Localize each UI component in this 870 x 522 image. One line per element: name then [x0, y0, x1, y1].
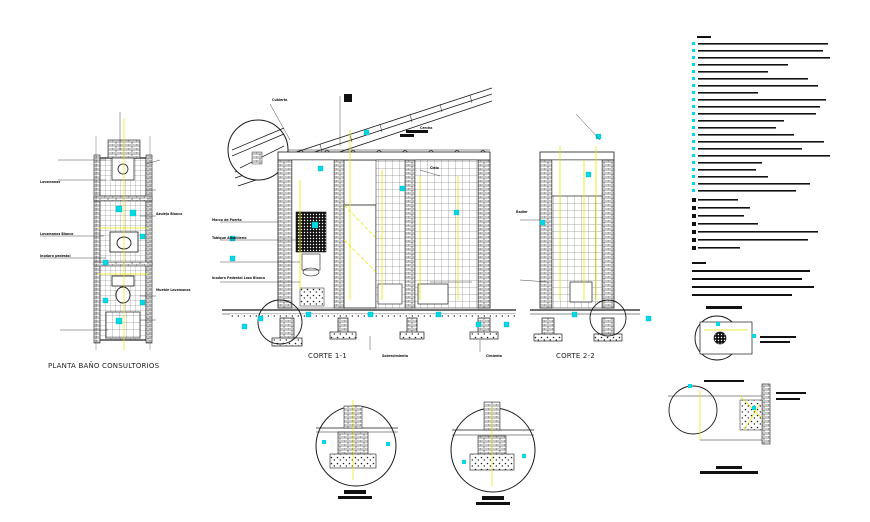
specification-notes — [692, 36, 830, 296]
section-1-1 — [220, 87, 516, 352]
label-lavamanos-blanco: Lavamanos Blanco — [40, 232, 74, 236]
detail-sink-bracket — [694, 306, 796, 361]
label-cercha: Cercha — [420, 126, 433, 130]
label-tabique: Tabique Albañilería — [212, 236, 247, 240]
section-2-2 — [519, 113, 652, 342]
label-lavamanos: Lavamanos — [40, 180, 61, 184]
label-inodoro-loza: Inodoro Pedestal Loza Blanca — [212, 276, 266, 280]
label-marco-puerta: Marco de Puerta — [212, 218, 242, 222]
label-cubierta: Cubierta — [272, 98, 288, 102]
label-sobrecimiento: Sobrecimiento — [382, 354, 409, 358]
label-azulejo-blanco: Azulejo Blanco — [156, 212, 183, 216]
label-mueble-lavamanos: Mueble Lavamanos — [156, 288, 191, 292]
bathroom-floor-plan — [40, 112, 161, 350]
plan-title: PLANTA BAÑO CONSULTORIOS — [48, 362, 160, 370]
label-cimiento: Cimiento — [486, 354, 502, 358]
label-cielo: Cielo — [430, 166, 439, 170]
detail-wall-elevation — [668, 380, 806, 474]
detail-foundation-right — [450, 401, 536, 505]
detail-foundation-left — [315, 400, 398, 499]
label-radier: Radier — [516, 210, 528, 214]
label-inodoro-pedestal: Inodoro pedestal — [40, 254, 71, 258]
section-2-2-title: CORTE 2-2 — [556, 352, 595, 360]
section-1-1-title: CORTE 1-1 — [308, 352, 347, 360]
